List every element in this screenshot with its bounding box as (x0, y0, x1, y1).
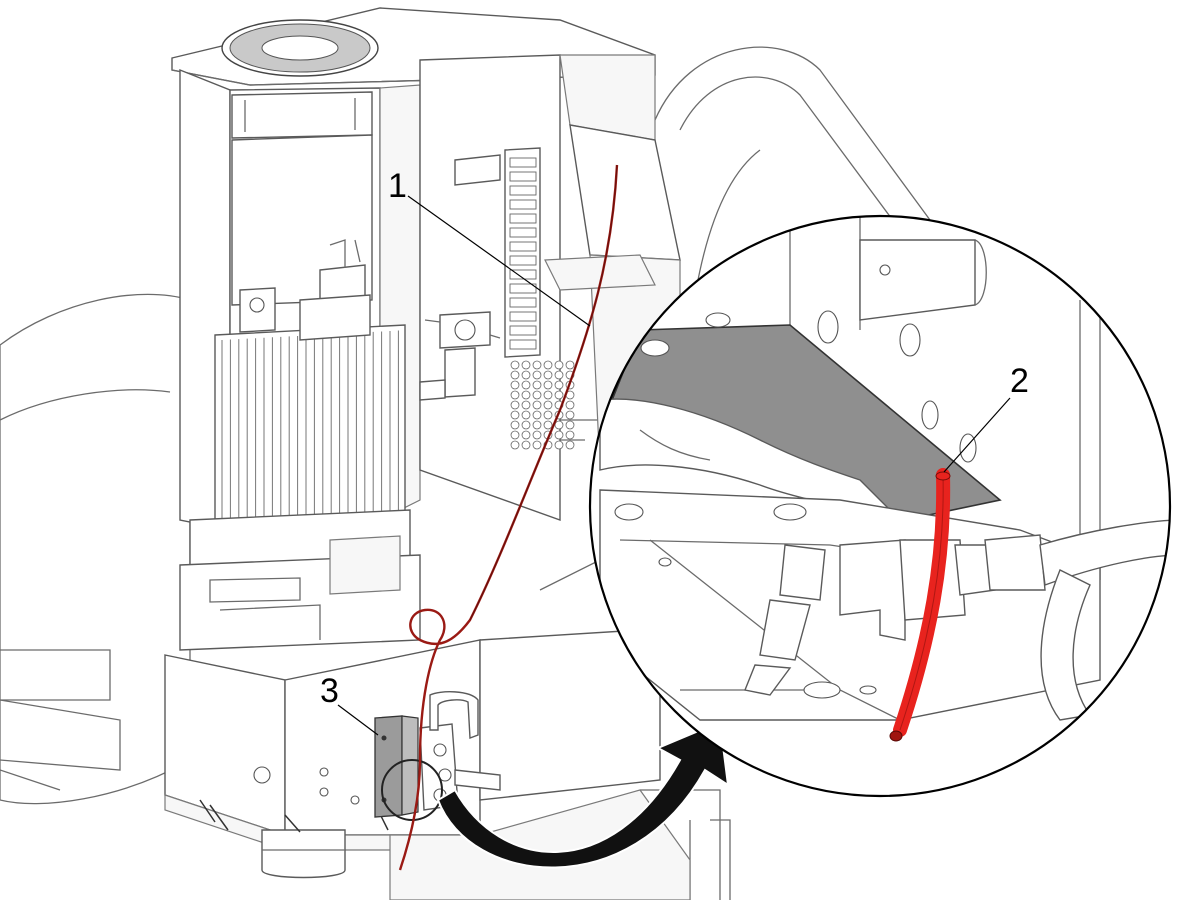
perforated-panel (510, 360, 575, 450)
lubrication-bracket (374, 691, 501, 821)
leader-line-1 (407, 195, 591, 327)
detail-view (588, 214, 1172, 798)
callout-3: 3 (320, 672, 339, 710)
callout-2: 2 (1010, 362, 1029, 400)
leader-line-2 (943, 397, 1011, 473)
motor-fins (221, 330, 399, 524)
terminal-strip (509, 157, 537, 350)
callout-1: 1 (388, 167, 407, 205)
leader-line-3 (337, 704, 379, 736)
oil-tube-thin (398, 164, 619, 871)
magnify-arrow (436, 720, 730, 869)
spindle-motor (171, 7, 656, 651)
